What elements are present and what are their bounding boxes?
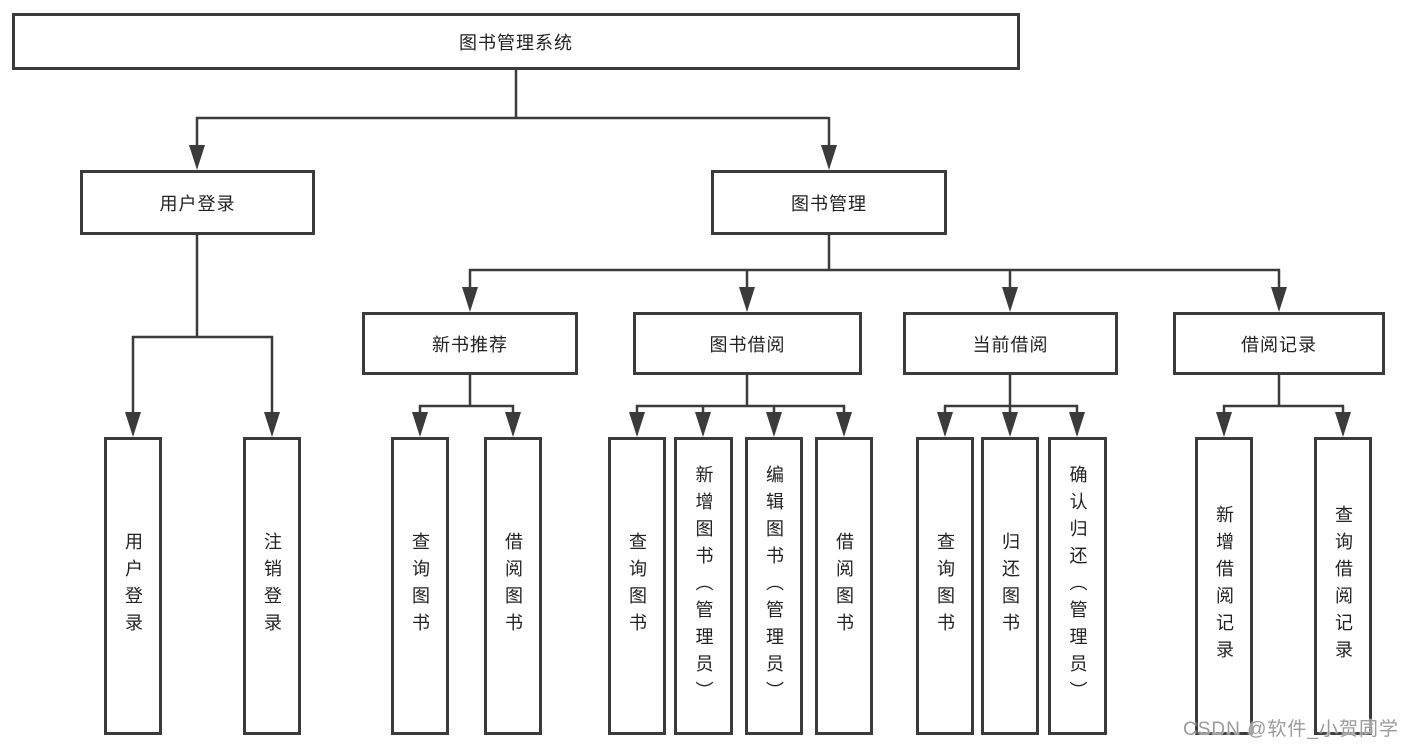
node-current-borrow: 当前借阅	[903, 312, 1118, 375]
arrowhead-icons	[125, 145, 1351, 437]
leaf-user-login: 用户登录	[104, 437, 162, 735]
node-book-borrow: 图书借阅	[633, 312, 862, 375]
watermark: CSDN @软件_小贺同学	[1183, 719, 1399, 740]
leaf-return-book: 归还图书	[981, 437, 1039, 735]
leaf-query-book-recommend: 查询图书	[391, 437, 449, 735]
leaf-add-borrow-record: 新增借阅记录	[1195, 437, 1253, 735]
leaf-query-book-borrow: 查询图书	[608, 437, 666, 735]
node-root: 图书管理系统	[12, 13, 1020, 70]
leaf-query-book-current: 查询图书	[916, 437, 974, 735]
leaf-query-borrow-record: 查询借阅记录	[1314, 437, 1372, 735]
node-book-management: 图书管理	[711, 170, 947, 235]
leaf-edit-book-admin: 编辑图书（管理员）	[745, 437, 803, 735]
leaf-add-book-admin: 新增图书（管理员）	[674, 437, 733, 735]
node-new-book-recommend: 新书推荐	[362, 312, 578, 375]
leaf-borrow-book-recommend: 借阅图书	[484, 437, 542, 735]
connector-paths	[131, 70, 1345, 413]
leaf-logout: 注销登录	[243, 437, 301, 735]
node-user-login: 用户登录	[80, 170, 315, 235]
leaf-confirm-return-admin: 确认归还（管理员）	[1048, 437, 1107, 735]
node-borrow-records: 借阅记录	[1173, 312, 1385, 375]
leaf-borrow-book: 借阅图书	[815, 437, 873, 735]
